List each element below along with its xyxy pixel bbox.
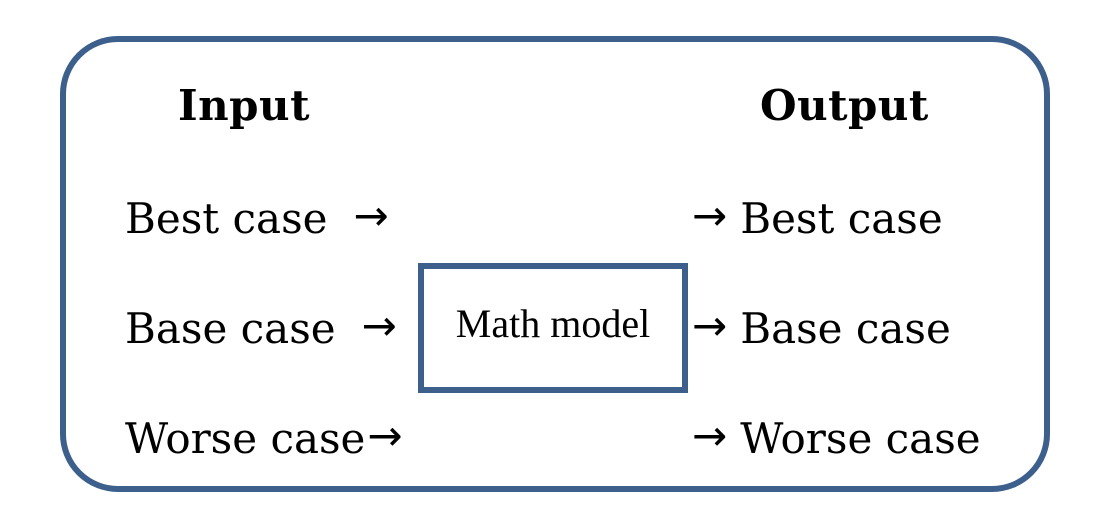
- input-row-base-case: Base case →: [125, 300, 397, 356]
- input-row-best-case: Best case →: [125, 190, 389, 246]
- output-row-best-case: → Best case: [692, 190, 943, 246]
- outer-frame: [60, 36, 1050, 492]
- right-arrow-icon: →: [367, 411, 403, 460]
- output-row-worse-case: → Worse case: [692, 410, 981, 466]
- output-row-label: Base case: [740, 303, 951, 353]
- output-row-base-case: → Base case: [692, 300, 951, 356]
- right-arrow-icon: →: [692, 191, 728, 240]
- right-arrow-icon: →: [692, 411, 728, 460]
- output-row-label: Best case: [740, 193, 943, 243]
- math-model-box: Math model: [418, 263, 688, 393]
- input-row-worse-case: Worse case →: [125, 410, 403, 466]
- right-arrow-icon: →: [692, 301, 728, 350]
- math-model-label: Math model: [455, 300, 651, 346]
- input-row-label: Worse case: [125, 413, 366, 463]
- output-heading-label: Output: [760, 80, 929, 130]
- right-arrow-icon: →: [353, 191, 389, 240]
- input-row-label: Best case: [125, 193, 328, 243]
- input-row-label: Base case: [125, 303, 336, 353]
- output-heading: Output: [760, 77, 929, 133]
- input-heading-label: Input: [178, 80, 310, 130]
- right-arrow-icon: →: [361, 301, 397, 350]
- input-heading: Input: [178, 77, 310, 133]
- output-row-label: Worse case: [740, 413, 981, 463]
